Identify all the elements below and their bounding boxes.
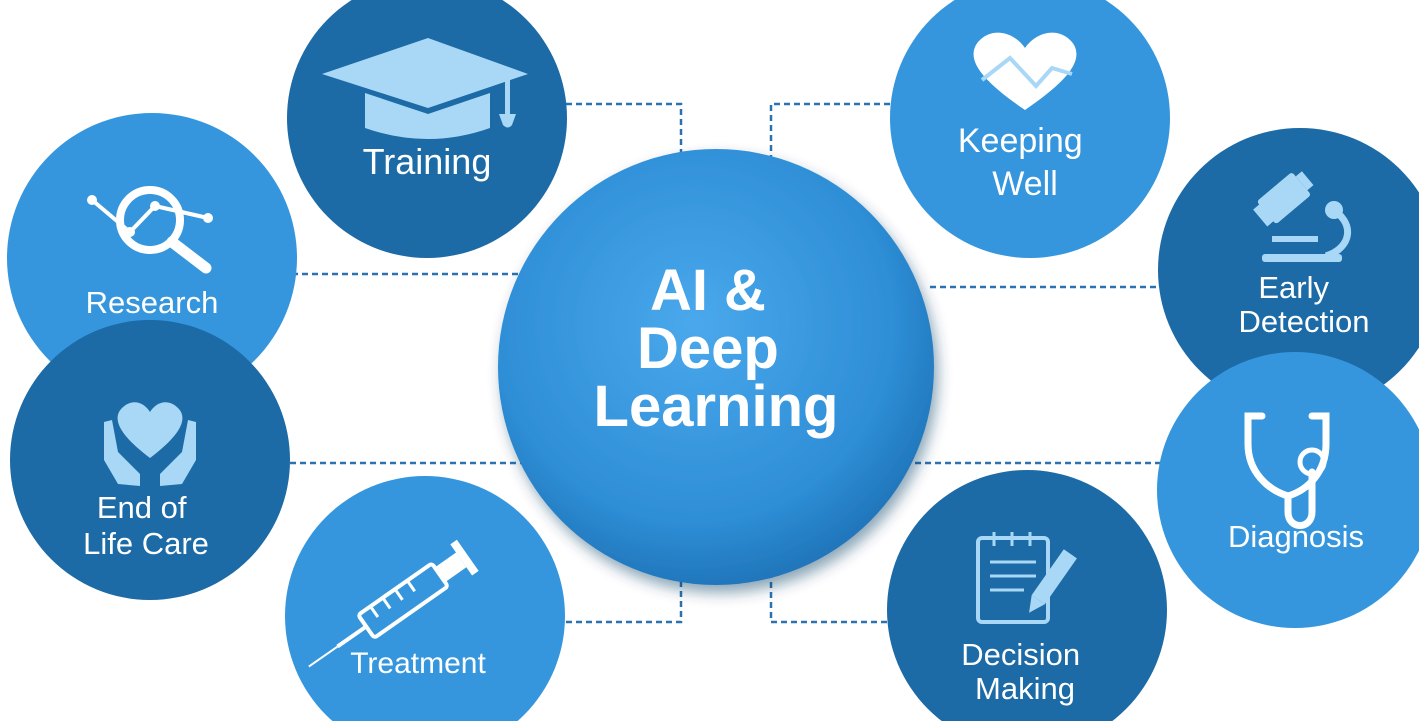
connector-training [566,102,683,200]
node-decision-making: Decision Making [887,470,1167,721]
center-node: AI & Deep Learning [498,149,934,585]
clipboard-pen-icon [976,532,1077,624]
syringe-icon [308,539,479,668]
node-diagnosis: Diagnosis [1157,352,1419,628]
stethoscope-icon [1244,412,1330,529]
node-circle [1158,128,1419,412]
node-early-detection: Early Detection [1158,128,1419,412]
node-label: Research [86,285,219,320]
node-label: End of Life Care [83,490,209,561]
node-label: Keeping Well [958,122,1092,203]
heart-pulse-icon [973,32,1077,110]
node-circle [7,113,297,403]
node-circle [887,470,1167,721]
center-line-2: Deep [637,316,779,381]
magnifier-chart-icon [87,186,213,274]
node-circle [890,0,1170,258]
graduation-cap-icon [322,38,528,139]
node-label: Diagnosis [1228,519,1364,554]
node-treatment: Treatment [285,476,565,721]
node-label: Decision Making [961,637,1089,706]
microscope-icon [1253,171,1351,262]
node-label: Training [363,141,492,182]
center-circle [498,149,934,585]
node-label: Treatment [350,647,486,680]
node-circle [10,320,290,600]
center-title: AI & Deep Learning [594,258,839,439]
heart-hands-icon [104,402,196,486]
node-training: Training [287,0,567,258]
node-label: Early Detection [1239,270,1370,339]
node-research: Research [7,113,297,403]
node-circle [1157,352,1419,628]
center-line-1: AI & [650,258,766,323]
center-line-3: Learning [594,374,839,439]
node-end-of-life-care: End of Life Care [10,320,290,600]
node-circle [285,476,565,721]
node-keeping-well: Keeping Well [890,0,1170,258]
